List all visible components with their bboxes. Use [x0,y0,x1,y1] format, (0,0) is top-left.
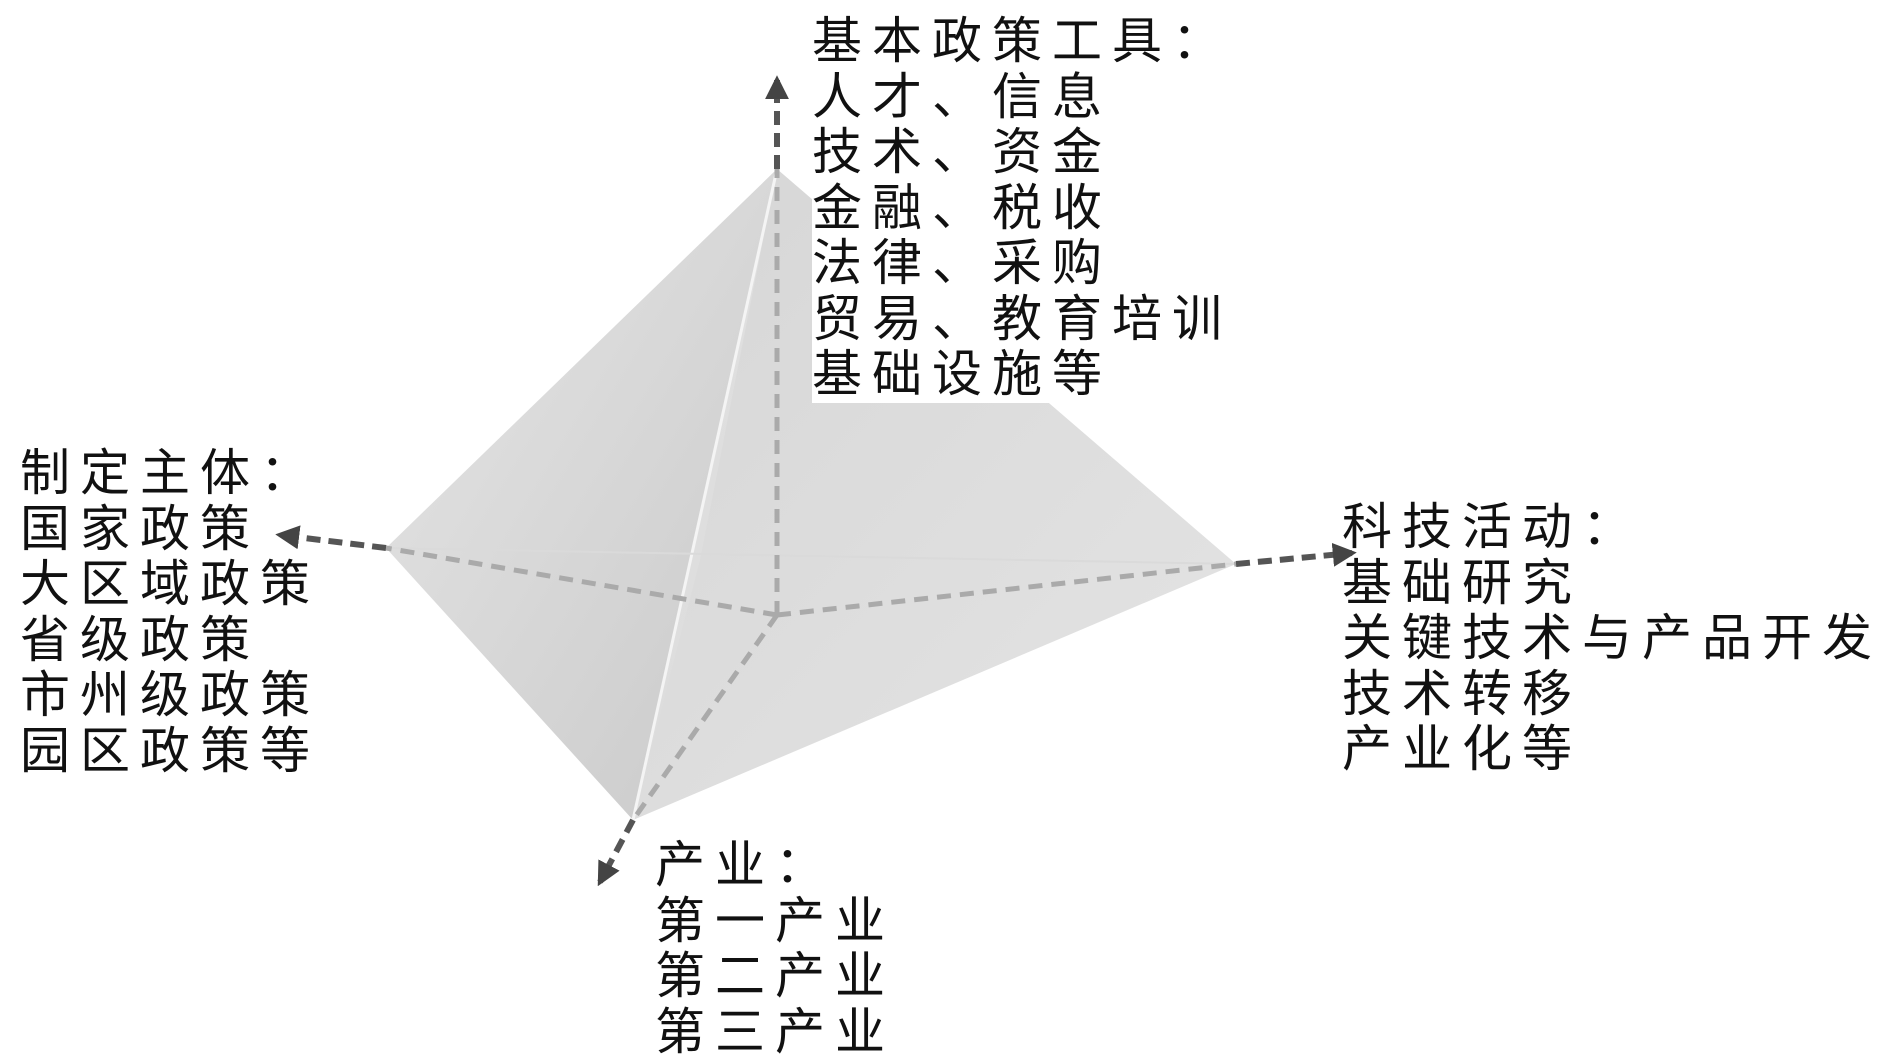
label-line: 大区域政策 [20,555,320,613]
axis-arrow-right [1235,542,1357,567]
axis-inner-down [630,613,780,822]
label-line: 关键技术与产品开发 [1342,609,1882,667]
label-line: 市州级政策 [20,666,320,724]
pyramid-face-left [386,169,777,820]
label-line: 产业化等 [1342,720,1582,778]
label-line: 基本政策工具： [812,12,1236,70]
label-line: 技术、资金 [812,123,1116,181]
axis-arrow-left [275,525,387,551]
pyramid-face-right [633,169,1236,820]
label-line: 科技活动： [1342,498,1642,556]
label-tech-activities: 科技活动： 基础研究 关键技术与产品开发 技术转移 产业化等 [1342,498,1882,778]
label-industry: 产业： 第一产业 第二产业 第三产业 [655,836,895,1061]
pyramid-edge-base [385,547,1237,565]
label-line: 省级政策 [20,610,260,669]
label-line: 制定主体： [20,444,320,502]
axis-inner-left [385,545,778,618]
label-line: 人才、信息 [812,67,1116,126]
label-line: 第一产业 [655,891,895,950]
pyramid-edge [631,168,779,821]
label-line: 基础研究 [1342,553,1582,612]
label-line: 第三产业 [655,1002,895,1061]
label-line: 法律、采购 [812,234,1116,292]
label-line: 技术转移 [1342,664,1582,723]
label-line: 第二产业 [655,947,895,1005]
label-policy-tools: 基本政策工具： 人才、信息 技术、资金 金融、税收 法律、采购 贸易、教育培训 … [812,12,1236,403]
label-line: 国家政策 [20,499,260,558]
label-line: 园区政策等 [20,721,320,780]
label-line: 产业： [655,836,835,894]
axis-inner-right [776,561,1237,618]
axis-arrow-down [597,818,636,887]
label-policy-makers: 制定主体： 国家政策 大区域政策 省级政策 市州级政策 园区政策等 [20,444,320,780]
label-line: 金融、税收 [812,178,1116,237]
label-line: 基础设施等 [812,345,1116,403]
label-line: 贸易、教育培训 [812,289,1236,348]
